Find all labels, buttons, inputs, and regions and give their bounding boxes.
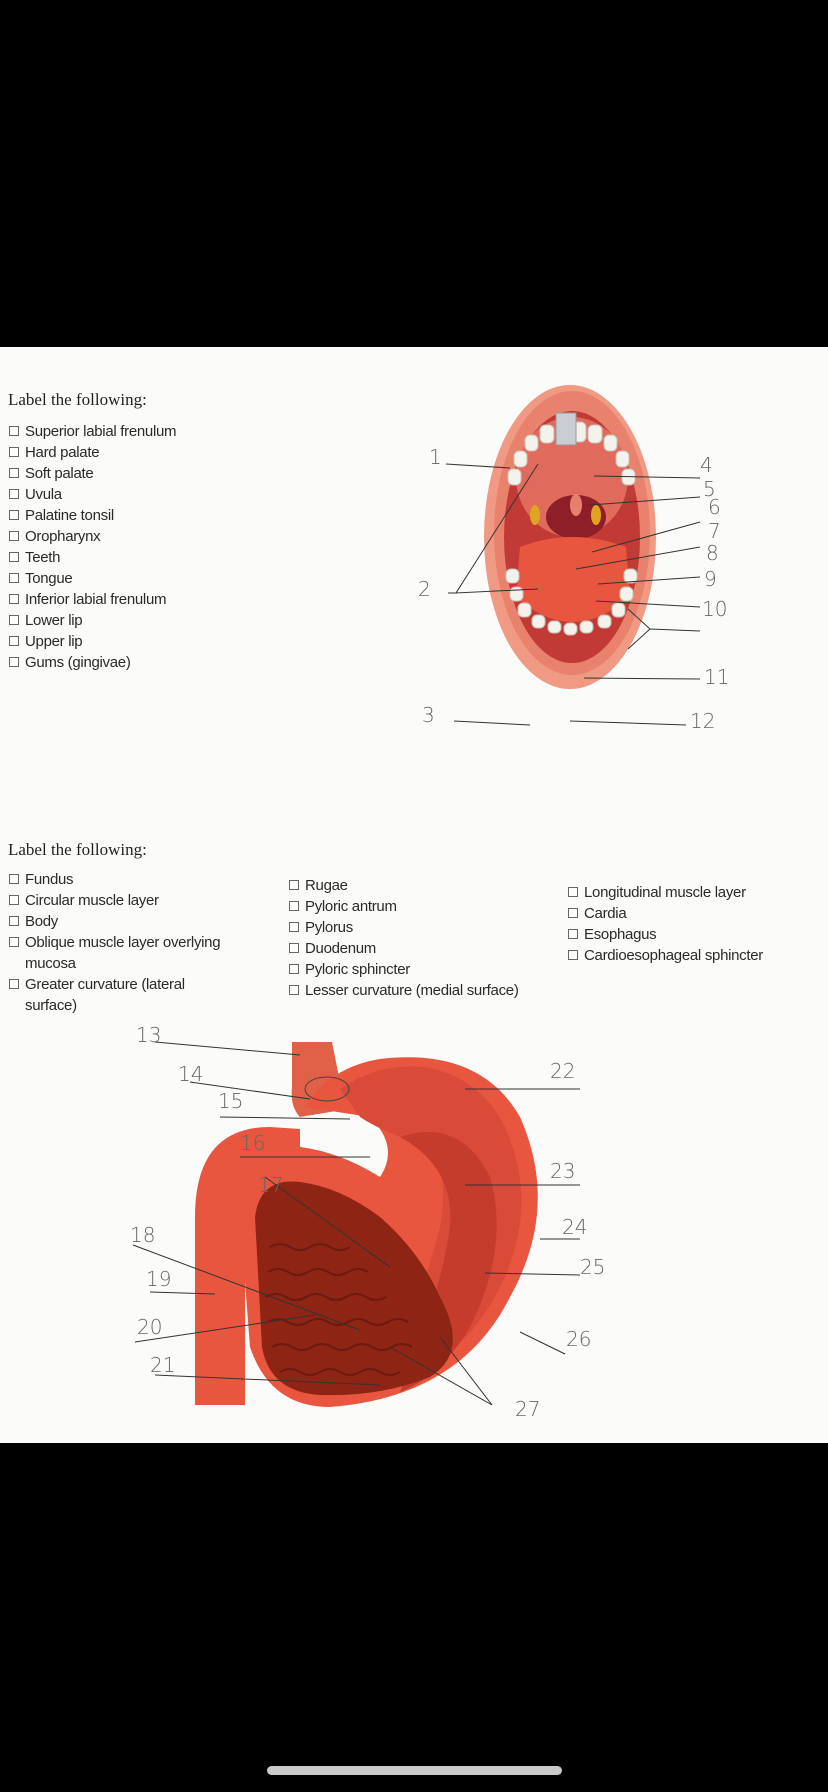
- label-number: 13: [136, 1023, 162, 1047]
- checklist-item[interactable]: Cardia: [567, 903, 817, 924]
- checklist-item[interactable]: Longitudinal muscle layer: [567, 882, 817, 903]
- checklist-item[interactable]: Upper lip: [8, 631, 176, 652]
- checklist-item[interactable]: Cardioesophageal sphincter: [567, 945, 817, 966]
- checklist-item[interactable]: Rugae: [288, 875, 528, 896]
- label-number: 4: [700, 453, 713, 477]
- checkbox-icon[interactable]: [9, 615, 19, 625]
- label-number: 26: [566, 1327, 592, 1351]
- label-number: 27: [515, 1397, 541, 1421]
- label-number: 10: [702, 597, 728, 621]
- checkbox-icon[interactable]: [289, 985, 299, 995]
- checkbox-icon[interactable]: [9, 447, 19, 457]
- checklist-item[interactable]: Lesser curvature (medial surface): [288, 980, 528, 1001]
- checklist-item[interactable]: Soft palate: [8, 463, 176, 484]
- label-number: 2: [418, 577, 431, 601]
- checkbox-icon[interactable]: [9, 510, 19, 520]
- checkbox-icon[interactable]: [568, 887, 578, 897]
- mouth-checklist: Superior labial frenulum Hard palate Sof…: [8, 421, 177, 673]
- checklist-item[interactable]: Fundus: [8, 869, 233, 890]
- mouth-illustration: [445, 385, 701, 726]
- checklist-item[interactable]: Duodenum: [288, 938, 528, 959]
- checkbox-icon[interactable]: [9, 426, 19, 436]
- label-number: 11: [704, 665, 730, 689]
- label-number: 3: [422, 703, 435, 727]
- checklist-item[interactable]: Palatine tonsil: [8, 505, 176, 526]
- checklist-item[interactable]: Oropharynx: [8, 526, 176, 547]
- label-number: 15: [218, 1089, 244, 1113]
- label-number: 9: [704, 567, 717, 591]
- checklist-item[interactable]: Teeth: [8, 547, 176, 568]
- label-number: 22: [550, 1059, 576, 1083]
- label-number: 1: [429, 445, 442, 469]
- label-number: 14: [178, 1062, 204, 1086]
- stomach-checklist-col3: Longitudinal muscle layer Cardia Esophag…: [567, 882, 817, 966]
- checklist-item[interactable]: Tongue: [8, 568, 176, 589]
- checkbox-icon[interactable]: [289, 880, 299, 890]
- label-number: 20: [137, 1315, 163, 1339]
- checkbox-icon[interactable]: [9, 916, 19, 926]
- checkbox-icon[interactable]: [9, 573, 19, 583]
- checkbox-icon[interactable]: [289, 922, 299, 932]
- stomach-checklist-col2: Rugae Pyloric antrum Pylorus Duodenum Py…: [288, 875, 528, 1001]
- label-number: 12: [690, 709, 716, 733]
- checkbox-icon[interactable]: [9, 937, 19, 947]
- checkbox-icon[interactable]: [9, 979, 19, 989]
- checklist-item[interactable]: Uvula: [8, 484, 176, 505]
- stomach-illustration: [132, 1041, 581, 1407]
- label-number: 23: [550, 1159, 576, 1183]
- checkbox-icon[interactable]: [9, 657, 19, 667]
- checkbox-icon[interactable]: [289, 943, 299, 953]
- checkbox-icon[interactable]: [9, 636, 19, 646]
- stomach-checklist-col1: Fundus Circular muscle layer Body Obliqu…: [8, 869, 233, 1016]
- checkbox-icon[interactable]: [289, 964, 299, 974]
- label-number: 24: [562, 1215, 588, 1239]
- checklist-item[interactable]: Pyloric sphincter: [288, 959, 528, 980]
- checkbox-icon[interactable]: [9, 895, 19, 905]
- label-number: 5: [703, 477, 716, 501]
- checkbox-icon[interactable]: [9, 594, 19, 604]
- checklist-item[interactable]: Circular muscle layer: [8, 890, 233, 911]
- label-number: 19: [146, 1267, 172, 1291]
- mouth-heading: Label the following:: [8, 390, 147, 409]
- worksheet-page: Label the following: Superior labial fre…: [0, 347, 828, 1443]
- checkbox-icon[interactable]: [289, 901, 299, 911]
- label-number: 25: [580, 1255, 606, 1279]
- checklist-item[interactable]: Esophagus: [567, 924, 817, 945]
- checkbox-icon[interactable]: [9, 552, 19, 562]
- checklist-item[interactable]: Body: [8, 911, 233, 932]
- checkbox-icon[interactable]: [9, 874, 19, 884]
- home-indicator[interactable]: [267, 1766, 562, 1775]
- checkbox-icon[interactable]: [568, 929, 578, 939]
- checklist-item[interactable]: Pyloric antrum: [288, 896, 528, 917]
- stomach-heading: Label the following:: [8, 840, 147, 859]
- checkbox-icon[interactable]: [9, 489, 19, 499]
- label-number: 8: [706, 541, 719, 565]
- checkbox-icon[interactable]: [568, 950, 578, 960]
- checkbox-icon[interactable]: [568, 908, 578, 918]
- checklist-item[interactable]: Lower lip: [8, 610, 176, 631]
- checkbox-icon[interactable]: [9, 468, 19, 478]
- checklist-item[interactable]: Oblique muscle layer overlying mucosa: [8, 932, 225, 974]
- label-number: 16: [240, 1131, 266, 1155]
- checklist-item[interactable]: Gums (gingivae): [8, 652, 176, 673]
- checklist-item[interactable]: Pylorus: [288, 917, 528, 938]
- checklist-item[interactable]: Inferior labial frenulum: [8, 589, 176, 610]
- checklist-item[interactable]: Hard palate: [8, 442, 176, 463]
- label-number: 18: [130, 1223, 156, 1247]
- label-number: 7: [708, 519, 721, 543]
- label-number: 21: [150, 1353, 176, 1377]
- label-number: 17: [258, 1173, 284, 1197]
- checklist-item[interactable]: Superior labial frenulum: [8, 421, 177, 442]
- checklist-item[interactable]: Greater curvature (lateral surface): [8, 974, 233, 1016]
- label-number: 6: [708, 495, 721, 519]
- checkbox-icon[interactable]: [9, 531, 19, 541]
